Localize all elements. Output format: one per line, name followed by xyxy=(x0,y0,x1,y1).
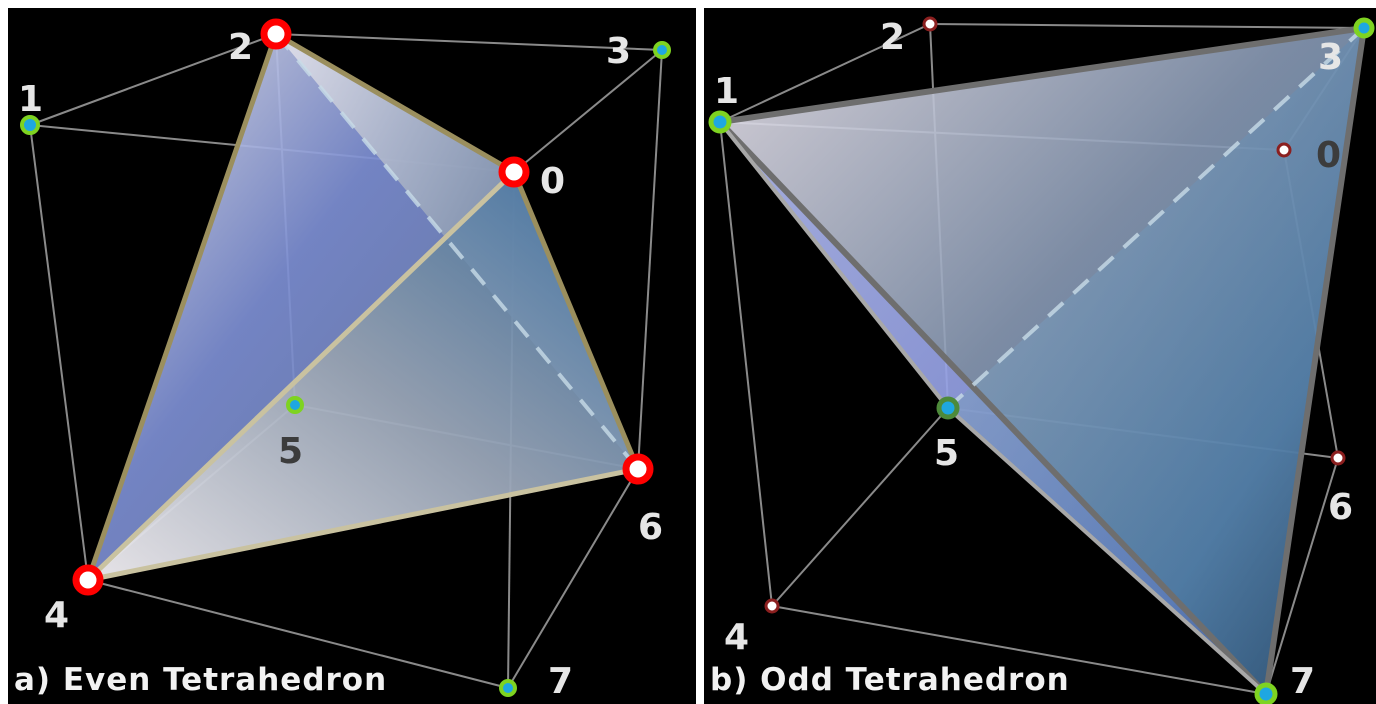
vertex-label-7: 7 xyxy=(1290,661,1316,702)
panel-caption: a) Even Tetrahedron xyxy=(14,662,388,698)
hidden-edge-5-3 xyxy=(946,26,1366,410)
vertex-label-7: 7 xyxy=(548,661,574,702)
vertex-label-2: 2 xyxy=(228,27,254,68)
odd-vertex-markers xyxy=(708,17,1375,704)
odd-tetrahedron-panel: 0 1 2 3 4 5 6 7 b) Odd Tetrahedron xyxy=(704,8,1376,704)
even-tetrahedron-panel: 0 1 2 3 4 5 6 7 a) Even Tetrahedron xyxy=(8,8,696,704)
face-5-3-7 xyxy=(948,28,1364,694)
vertex-label-5: 5 xyxy=(934,433,960,474)
vertex-label-1: 1 xyxy=(714,71,740,112)
vertex-label-0: 0 xyxy=(540,161,566,202)
tetra-edges xyxy=(85,31,641,583)
hidden-edge-2-6 xyxy=(274,32,640,471)
tetra-edges xyxy=(717,25,1367,697)
odd-tetrahedron-diagram xyxy=(708,16,1375,704)
even-vertex-markers xyxy=(764,16,1346,614)
vertex-label-3: 3 xyxy=(1318,37,1344,78)
panel-caption: b) Odd Tetrahedron xyxy=(710,662,1070,698)
vertex-label-4: 4 xyxy=(724,617,750,658)
face-0-6-4 xyxy=(88,172,638,580)
vertex-label-3: 3 xyxy=(606,31,632,72)
vertex-label-1: 1 xyxy=(18,79,44,120)
vertex-label-6: 6 xyxy=(638,507,664,548)
even-tetrahedron-diagram xyxy=(20,18,671,697)
vertex-label-6: 6 xyxy=(1328,487,1354,528)
vertex-label-2: 2 xyxy=(880,17,906,58)
vertex-label-4: 4 xyxy=(44,595,70,636)
even-vertex-markers xyxy=(72,18,654,596)
odd-vertex-markers xyxy=(20,41,671,697)
vertex-label-5: 5 xyxy=(278,431,304,472)
vertex-label-0: 0 xyxy=(1316,135,1342,176)
